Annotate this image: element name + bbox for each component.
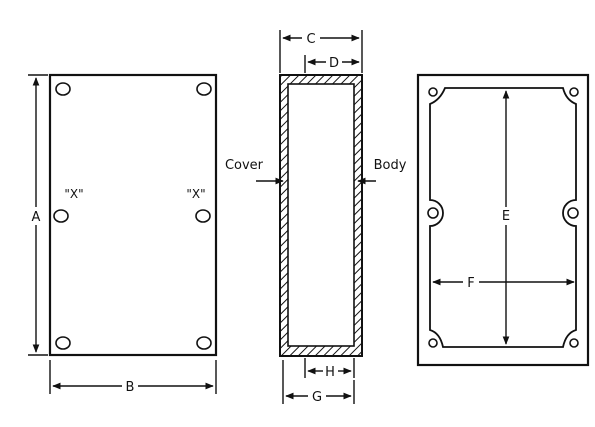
inner-cavity: [287, 83, 355, 347]
dimension-g-label: G: [312, 390, 322, 405]
side-section-view: C D Cover Body H G: [225, 30, 407, 405]
dimension-a-label: A: [32, 210, 41, 225]
dimension-c-label: C: [306, 32, 315, 47]
corner-screw-hole: [569, 87, 579, 97]
mounting-hole: [55, 82, 71, 96]
corner-screw-hole: [428, 87, 438, 97]
side-mounting-hole: [567, 207, 579, 219]
cover-label: Cover: [225, 158, 264, 173]
body-interior-view: E F: [416, 73, 590, 367]
x-label-left: "X": [64, 187, 83, 201]
corner-screw-hole: [428, 338, 438, 348]
cover-top-view: "X" "X" A B: [28, 73, 218, 395]
mounting-hole: [55, 336, 71, 350]
dimension-e-label: E: [502, 209, 510, 224]
body-label: Body: [374, 158, 407, 173]
dimension-b-label: B: [126, 380, 135, 395]
mounting-hole: [196, 336, 212, 350]
dimension-f-label: F: [467, 276, 474, 291]
cover-outline: [48, 73, 218, 357]
mounting-hole: [196, 82, 212, 96]
dimension-h-label: H: [325, 365, 335, 380]
mounting-hole: [53, 209, 69, 223]
inner-wall-outline: [429, 87, 577, 348]
x-label-right: "X": [186, 187, 205, 201]
corner-screw-hole: [569, 338, 579, 348]
side-mounting-hole: [427, 207, 439, 219]
mounting-hole: [195, 209, 211, 223]
body-outline: [416, 73, 590, 367]
dimension-d-label: D: [329, 56, 339, 71]
